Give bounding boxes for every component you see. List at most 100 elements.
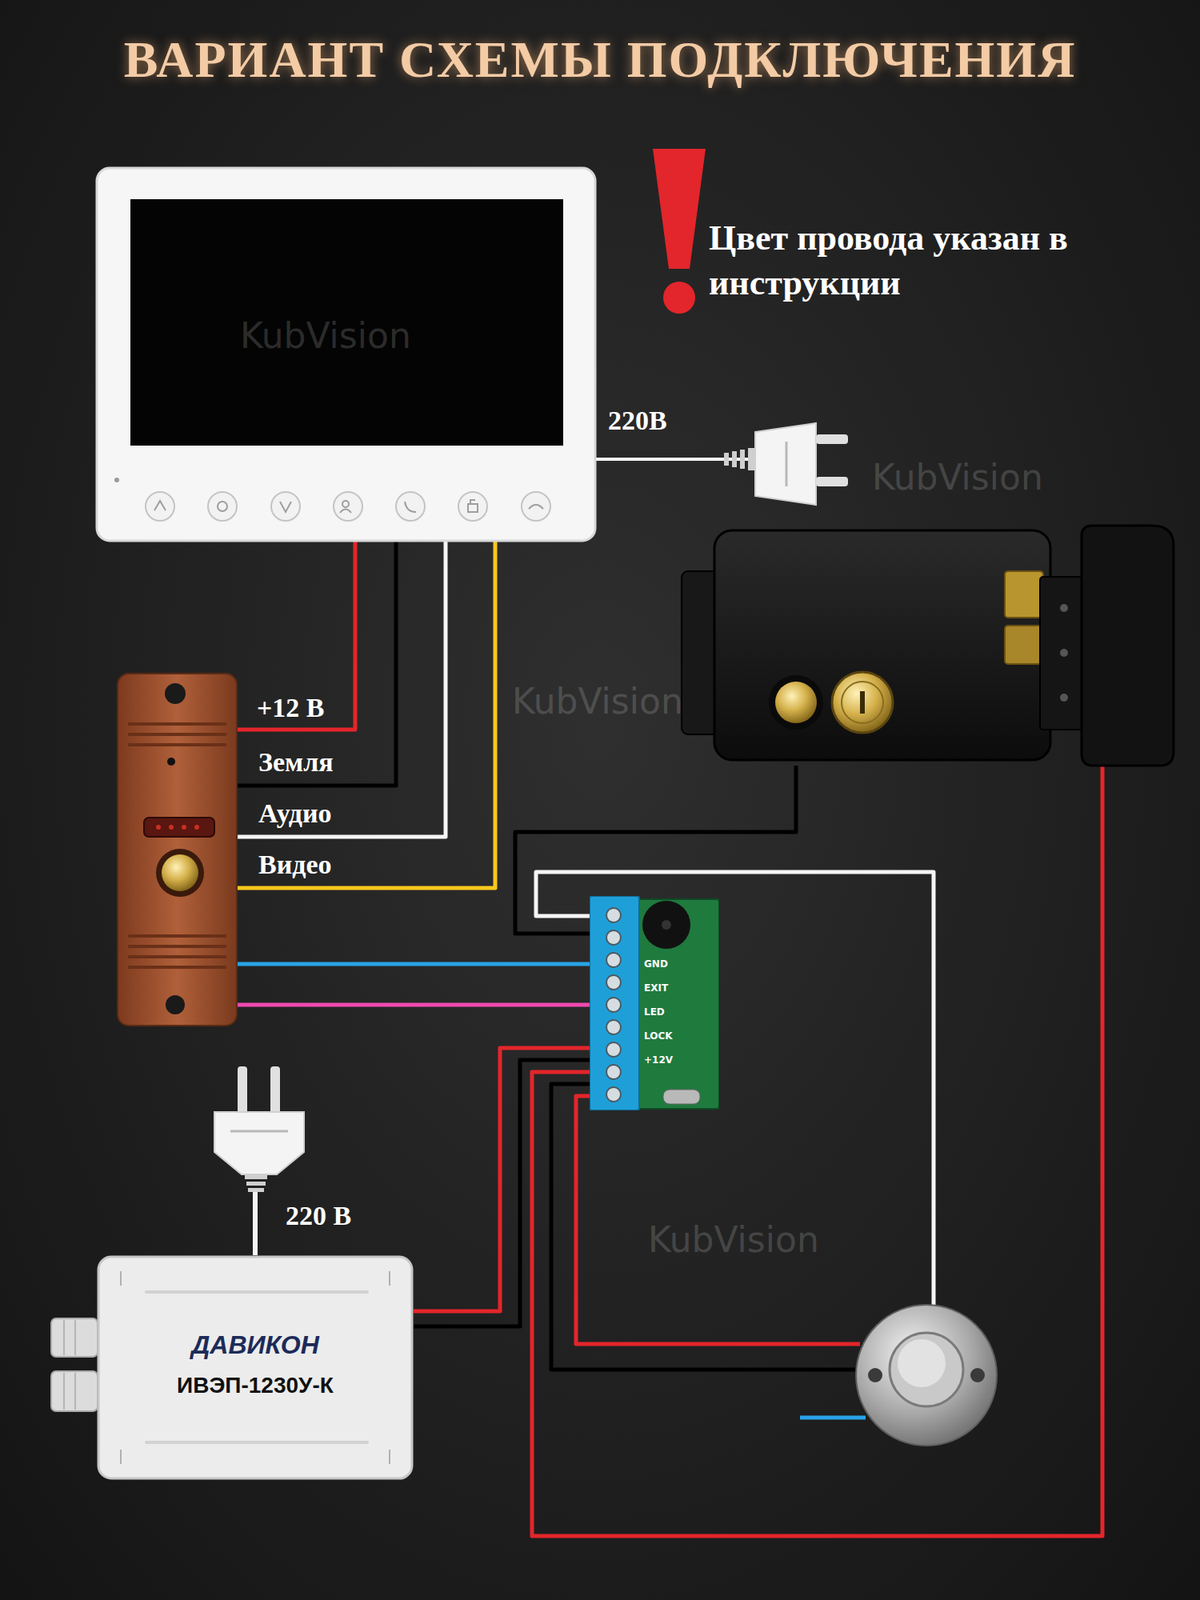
voltage-label: 220В xyxy=(608,404,668,437)
wire-white xyxy=(536,872,934,1312)
monitor-part-part xyxy=(145,492,175,521)
monitor-part-part xyxy=(208,492,237,521)
controller-board-drawing-part-part xyxy=(606,1064,621,1080)
signal-label: Видео xyxy=(258,849,332,880)
power-plug-part xyxy=(214,1112,304,1175)
exit-button-part xyxy=(897,1339,946,1388)
call-panel-part-part xyxy=(194,824,200,830)
cable-glands-part-part xyxy=(74,1320,76,1356)
controller-board-drawing-part xyxy=(606,908,621,1102)
monitor-part xyxy=(154,500,544,513)
monitor-part xyxy=(130,199,564,446)
device-text: ИВЭП-1230У-К xyxy=(104,1372,406,1400)
monitor-part-part xyxy=(470,500,476,504)
monitor-part-part xyxy=(217,501,228,512)
call-panel-part-part xyxy=(128,722,227,726)
call-panel-part xyxy=(167,757,176,766)
call-panel-part xyxy=(156,824,200,830)
exit-button-part xyxy=(889,1332,964,1407)
signal-label: +12 В xyxy=(256,692,325,724)
pin-label: LED xyxy=(644,1000,716,1024)
signal-label: Земля xyxy=(258,747,334,778)
power-plug-part xyxy=(785,441,788,487)
electric-lock-part-part xyxy=(1060,648,1068,657)
monitor-part-part xyxy=(271,492,300,521)
call-panel-part-part xyxy=(181,824,187,830)
power-supply-drawing-part-part xyxy=(144,1440,369,1444)
controller-board-drawing-part-part xyxy=(606,1042,621,1057)
cable-glands-part xyxy=(51,1371,98,1412)
call-panel-part-part xyxy=(128,732,227,736)
title-text: ВАРИАНТ СХЕМЫ ПОДКЛЮЧЕНИЯ xyxy=(0,30,1200,90)
monitor-part-part xyxy=(342,500,349,508)
controller-board-drawing-part-part xyxy=(606,997,621,1012)
signal-label: Аудио xyxy=(258,798,332,829)
power-supply-drawing-part xyxy=(98,1256,412,1479)
watermark: KubVision xyxy=(240,316,412,356)
wire-black xyxy=(236,540,396,786)
controller-board-drawing-part-part xyxy=(606,930,621,945)
electric-lock-part xyxy=(1004,571,1044,618)
call-panel-part-part xyxy=(128,955,227,959)
electric-lock-part xyxy=(832,672,893,733)
power-plug-part xyxy=(230,1130,288,1133)
monitor-part-part xyxy=(458,492,488,521)
monitor-part-part xyxy=(280,501,292,512)
power-plug-part xyxy=(755,423,816,505)
power-supply-drawing-part xyxy=(120,1271,390,1464)
exit-button-part xyxy=(856,1304,997,1446)
power-supply-drawing-part-part xyxy=(388,1271,391,1286)
call-panel-part-part xyxy=(128,944,227,948)
controller-board-drawing-part xyxy=(642,900,691,949)
exclamation-mark xyxy=(652,148,706,314)
pin-label: EXIT xyxy=(644,976,716,1000)
call-panel-part xyxy=(156,848,204,897)
cable-glands-part-part xyxy=(63,1372,65,1410)
voltage-label: 220 В xyxy=(285,1200,352,1232)
monitor-part-part xyxy=(468,504,478,512)
warning-note: Цвет провода указан в инструкции xyxy=(708,216,1169,306)
power-plug-part xyxy=(724,448,756,471)
controller-board-drawing-part xyxy=(661,920,672,930)
wire-white xyxy=(236,540,446,837)
power-cord xyxy=(595,457,756,461)
power-supply-box: ДАВИКОНИВЭП-1230У-К xyxy=(96,1255,414,1480)
call-panel-part xyxy=(144,817,215,837)
monitor-part xyxy=(145,492,551,521)
controller-board-drawing-part-part xyxy=(606,1020,621,1035)
exclamation-mark-part xyxy=(663,281,696,314)
call-panel-part xyxy=(161,854,199,892)
electric-lock-part xyxy=(1081,525,1174,766)
pin-label: LOCK xyxy=(644,1024,716,1048)
power-wire xyxy=(413,1048,590,1312)
electric-lock-part xyxy=(775,681,817,724)
power-plug-part-part xyxy=(732,451,737,468)
wire-blue xyxy=(236,962,590,967)
wire-yellow xyxy=(236,540,496,888)
call-panel xyxy=(117,673,237,1026)
monitor-part xyxy=(114,477,120,483)
power-supply-drawing-part-part xyxy=(144,1290,369,1294)
power-plug-part-part xyxy=(748,448,756,471)
call-panel-part xyxy=(165,995,185,1015)
exclamation-mark-part xyxy=(652,148,706,269)
power-supply-drawing-part xyxy=(144,1290,369,1444)
power-plug-part xyxy=(244,1174,268,1192)
controller-board-drawing xyxy=(589,896,720,1111)
cable-glands-part xyxy=(64,1320,76,1410)
call-panel-part-part xyxy=(156,824,161,830)
watermark: KubVision xyxy=(872,457,1044,498)
controller-board-drawing-part-part xyxy=(606,975,621,990)
power-supply-drawing-part-part xyxy=(388,1449,391,1464)
call-panel-part xyxy=(128,724,227,968)
monitor-part-part xyxy=(521,492,551,521)
wire-black xyxy=(551,1084,860,1370)
cable-glands-part-part xyxy=(63,1320,65,1356)
watermark: KubVision xyxy=(648,1220,820,1260)
watermark: KubVision xyxy=(512,681,684,722)
call-panel-part-part xyxy=(168,824,174,830)
call-panel-part-part xyxy=(128,743,227,747)
power-wire xyxy=(413,1060,590,1327)
